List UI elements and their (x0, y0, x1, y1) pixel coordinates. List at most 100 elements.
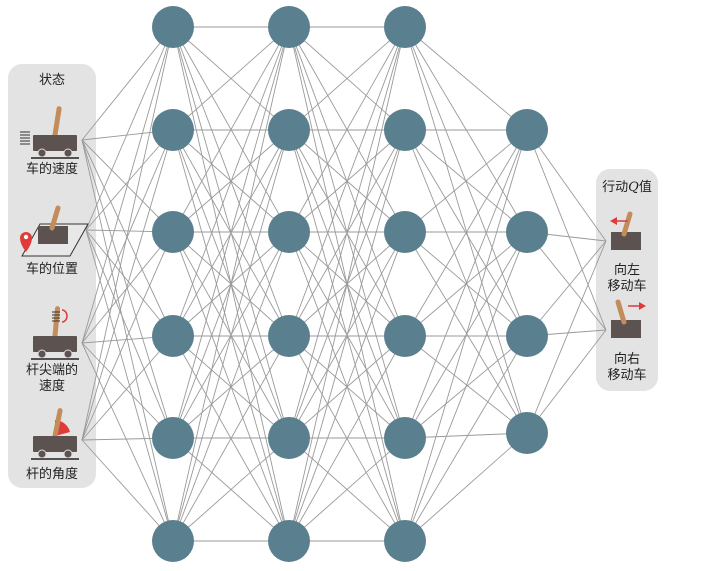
edge-l0-5-to-l1-0 (172, 26, 290, 542)
node-layer3-0 (506, 109, 548, 151)
edge-input-1-to-l0-1 (85, 129, 174, 231)
cart-pole (49, 205, 61, 231)
input-panel-title: 状态 (38, 73, 65, 88)
edge-l2-0-to-l3-3 (404, 26, 528, 434)
input-label-cart-position: 车的位置 (25, 262, 78, 277)
edge-l3-0-to-output-0 (526, 129, 607, 242)
edge-input-2-to-l0-1 (81, 129, 174, 344)
edge-input-3-to-l0-5 (81, 439, 174, 542)
node-layer1-0 (268, 6, 310, 48)
cart-pole (621, 211, 633, 237)
cart-wheel-right (63, 148, 73, 158)
pole-tip-speed-icon (31, 306, 79, 360)
edge-l2-5-to-l3-3 (404, 432, 528, 542)
edge-l2-5-to-l3-1 (404, 231, 528, 542)
cart-body (33, 336, 77, 352)
node-layer0-1 (152, 109, 194, 151)
node-layer1-1 (268, 109, 310, 151)
input-label-cart-speed: 车的速度 (25, 162, 78, 177)
edge-l1-5-to-l2-3 (288, 335, 406, 542)
edge-l0-1-to-l1-0 (172, 26, 290, 131)
cart-body-3d (611, 232, 641, 250)
edge-input-2-to-l0-5 (81, 342, 174, 542)
network-nodes (152, 6, 548, 562)
cart-pole (52, 106, 62, 138)
tip-arc (61, 309, 68, 323)
pole-angle-icon (31, 408, 79, 460)
edge-input-3-to-l0-0 (81, 26, 174, 441)
node-layer0-4 (152, 417, 194, 459)
edge-l1-5-to-l2-0 (288, 26, 406, 542)
node-layer2-5 (384, 520, 426, 562)
edge-l2-3-to-l3-3 (404, 335, 528, 434)
input-label-pole-angle: 杆的角度 (25, 467, 78, 482)
output-title-prefix: 行动 (602, 180, 629, 195)
node-layer2-0 (384, 6, 426, 48)
node-layer0-5 (152, 520, 194, 562)
edge-input-1-to-l0-3 (85, 229, 174, 337)
output-title-q: Q (628, 180, 639, 195)
cart-pole (615, 299, 627, 325)
node-layer3-3 (506, 412, 548, 454)
action-q-output-panel (596, 169, 658, 391)
move-left-cart-icon (610, 211, 641, 250)
edge-l2-3-to-l3-0 (404, 129, 528, 337)
cart-pole (52, 306, 60, 339)
network-edges (81, 26, 607, 542)
cart-wheel-left (37, 148, 47, 158)
output-label-move-left: 向左 移动车 (607, 263, 647, 294)
edge-l1-5-to-l2-4 (288, 437, 406, 542)
cart-body (33, 135, 77, 151)
node-layer3-2 (506, 315, 548, 357)
location-pin (20, 232, 32, 252)
edge-l2-0-to-l3-0 (404, 26, 528, 131)
cart-position-icon (20, 205, 89, 257)
edge-l0-5-to-l1-3 (172, 335, 290, 542)
output-panel-title: 行动Q值 (596, 180, 658, 196)
input-label-pole-tip-speed: 杆尖端的 速度 (25, 363, 78, 394)
edge-l2-5-to-l3-2 (404, 335, 528, 542)
edge-input-3-to-l0-2 (81, 231, 174, 441)
node-layer1-2 (268, 211, 310, 253)
cart-speed-icon (20, 106, 79, 159)
edge-input-0-to-l0-3 (81, 139, 174, 337)
edge-l2-2-to-l3-0 (404, 129, 528, 233)
edge-input-0-to-l0-5 (81, 139, 174, 542)
edge-l1-4-to-l2-0 (288, 26, 406, 439)
edge-l1-3-to-l2-0 (288, 26, 406, 337)
edge-input-3-to-l0-3 (81, 335, 174, 441)
cart-body (33, 436, 77, 452)
node-layer0-2 (152, 211, 194, 253)
edge-l0-4-to-l1-0 (172, 26, 290, 439)
edge-input-2-to-l0-2 (81, 231, 174, 344)
edge-l1-5-to-l2-2 (288, 231, 406, 542)
edge-input-0-to-l0-0 (81, 26, 174, 141)
output-title-suffix: 值 (638, 180, 652, 195)
node-layer1-3 (268, 315, 310, 357)
node-layer2-4 (384, 417, 426, 459)
output-label-move-right: 向右 移动车 (607, 352, 647, 383)
edge-l3-3-to-output-0 (526, 240, 607, 434)
edge-l2-4-to-l3-0 (404, 129, 528, 439)
cart-wheel-left (37, 449, 47, 459)
edge-l0-5-to-l1-4 (172, 437, 290, 542)
cart-wheel-right (63, 349, 73, 359)
cart-body-3d (611, 320, 641, 338)
location-pin-dot (23, 234, 29, 240)
edge-input-2-to-l0-4 (81, 342, 174, 439)
edge-l0-5-to-l1-2 (172, 231, 290, 542)
left-arrow-head (610, 217, 617, 225)
node-layer1-4 (268, 417, 310, 459)
cart-wheel-left (37, 349, 47, 359)
edge-input-1-to-l0-4 (85, 229, 174, 439)
node-layer2-3 (384, 315, 426, 357)
node-layer2-2 (384, 211, 426, 253)
edge-l3-0-to-output-1 (526, 129, 607, 331)
node-layer0-3 (152, 315, 194, 357)
cart-body-3d (38, 226, 68, 244)
cart-wheel-right (63, 449, 73, 459)
edge-l1-2-to-l2-0 (288, 26, 406, 233)
edge-l2-1-to-l3-3 (404, 129, 528, 434)
